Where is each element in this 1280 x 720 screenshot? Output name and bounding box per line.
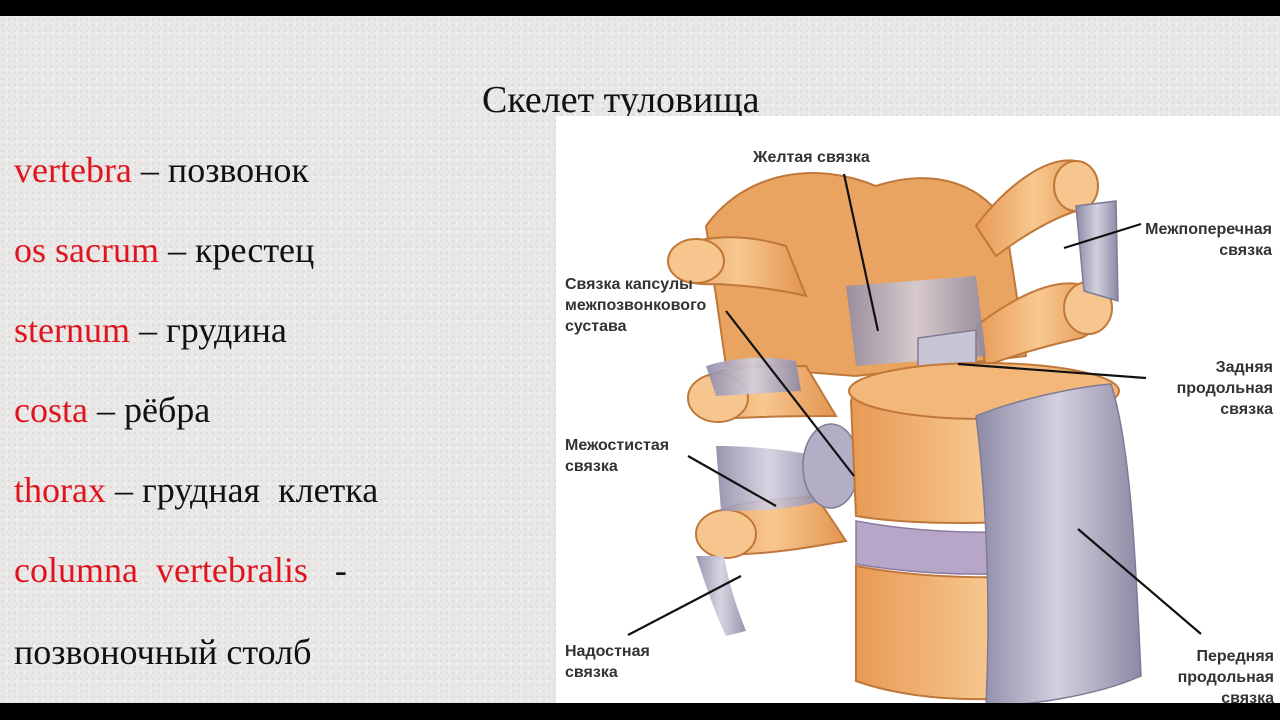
term-latin: columna vertebralis (14, 550, 308, 590)
term-thorax: thorax – грудная клетка (14, 469, 378, 511)
label-supraspinous-ligament: Надостная связка (565, 643, 650, 681)
term-vertebra: vertebra – позвонок (14, 149, 309, 191)
term-columna-vertebralis-translation: позвоночный столб (14, 631, 311, 673)
spine-illustration (627, 159, 1202, 703)
term-separator: - (307, 550, 347, 590)
term-separator: – (105, 470, 142, 510)
bottom-black-bar (0, 703, 1280, 720)
term-sternum: sternum – грудина (14, 309, 287, 351)
term-latin: vertebra (14, 150, 132, 190)
facet-capsule (802, 423, 860, 509)
label-facet-capsule-ligament: Связка капсулы межпозвонкового сустава (565, 276, 707, 335)
term-latin: thorax (14, 470, 106, 510)
slide-title: Скелет туловища (482, 79, 760, 121)
term-russian: позвонок (167, 150, 309, 190)
term-os-sacrum: os sacrum – крестец (14, 229, 314, 271)
anterior-longitudinal-ligament (975, 383, 1142, 703)
label-posterior-longitudinal-ligament: Задняя продольная связка (1176, 359, 1273, 418)
vertebral-ligaments-figure: Желтая связка Межпоперечная связка Связк… (556, 116, 1280, 707)
term-latin: os sacrum (14, 230, 159, 270)
intertransverse-ligament (1075, 200, 1119, 303)
term-russian: грудина (165, 310, 287, 350)
term-separator: – (87, 390, 124, 430)
term-russian: грудная клетка (141, 470, 379, 510)
label-yellow-ligament: Желтая связка (753, 149, 870, 166)
label-intertransverse-ligament: Межпоперечная связка (1145, 221, 1272, 259)
term-separator: – (158, 230, 195, 270)
term-russian: крестец (194, 230, 315, 270)
supraspinous-ligament (696, 556, 746, 636)
term-latin: sternum (14, 310, 130, 350)
slide: Скелет туловища vertebra – позвонок os s… (0, 16, 1280, 707)
term-columna-vertebralis: columna vertebralis - (14, 549, 347, 591)
term-russian: позвоночный столб (14, 632, 312, 672)
term-latin: costa (14, 390, 88, 430)
term-separator: – (129, 310, 166, 350)
label-interspinous-ligament: Межостистая связка (565, 437, 670, 475)
interspinous-ligament-1 (706, 357, 801, 396)
interspinous-ligament-2 (716, 446, 821, 511)
leader-lines (627, 173, 1202, 636)
term-russian: рёбра (123, 390, 211, 430)
term-separator: – (131, 150, 168, 190)
top-black-bar (0, 0, 1280, 16)
term-costa: costa – рёбра (14, 389, 210, 431)
label-anterior-longitudinal-ligament: Передняя продольная связка (1177, 648, 1274, 707)
